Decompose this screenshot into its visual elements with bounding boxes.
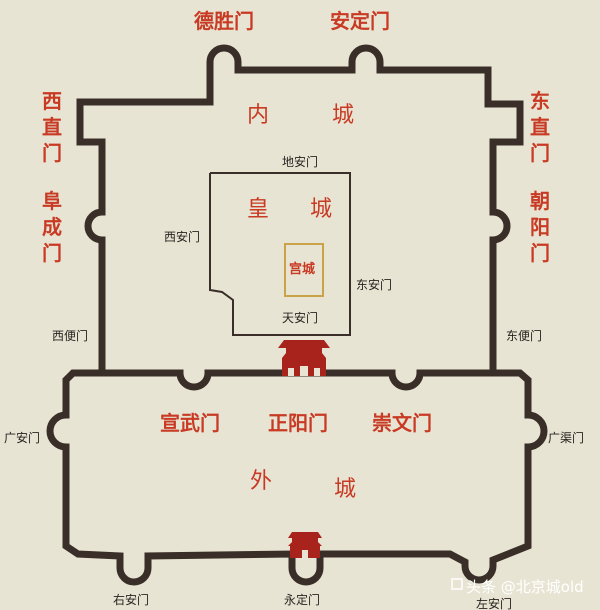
gate-fuchengmen: 阜 成 门 (42, 189, 62, 265)
watermark-logo-icon (451, 578, 463, 590)
gate-guanganmen: 广安门 (4, 430, 40, 445)
gate-yongdingmen: 永定门 (284, 592, 320, 607)
svg-text:阳: 阳 (530, 215, 550, 239)
imperial-city-wall (209, 172, 351, 336)
svg-text:直: 直 (42, 115, 62, 139)
gate-zhengyangmen: 正阳门 (268, 411, 328, 435)
svg-text:门: 门 (42, 141, 62, 165)
imperial-city-label-2: 城 (310, 197, 332, 222)
tiananmen-gate-tower-icon (278, 340, 330, 376)
gate-dongzhimen: 东 直 门 (530, 89, 550, 165)
svg-text:朝: 朝 (530, 189, 550, 213)
svg-text:西: 西 (42, 89, 62, 113)
gate-chaoyangmen: 朝 阳 门 (530, 189, 550, 265)
svg-text:成: 成 (42, 215, 62, 239)
watermark: 头条 @北京城old (451, 578, 584, 596)
outer-city-wall (46, 369, 548, 586)
imperial-city-label-1: 皇 (247, 197, 269, 222)
gate-xuanwumen: 宣武门 (160, 411, 220, 435)
gate-donganmen: 东安门 (356, 277, 392, 292)
inner-city-label-2: 城 (332, 103, 354, 128)
inner-city-label-1: 内 (247, 103, 269, 128)
svg-text:直: 直 (530, 115, 550, 139)
outer-city-label-2: 城 (334, 477, 356, 502)
gate-xizhimen: 西 直 门 (42, 89, 62, 165)
gate-guangqumen: 广渠门 (548, 430, 584, 445)
gate-dianmen: 地安门 (282, 154, 318, 169)
watermark-text: 头条 @北京城old (466, 578, 584, 596)
gate-dongbianmen: 东便门 (506, 328, 542, 343)
gate-deshengmen: 德胜门 (194, 9, 254, 33)
gate-andingmen: 安定门 (330, 9, 390, 33)
svg-text:门: 门 (530, 141, 550, 165)
gate-zuoanmen: 左安门 (476, 596, 512, 610)
gate-xibianmen: 西便门 (52, 328, 88, 343)
gate-chongwenmen: 崇文门 (372, 411, 432, 435)
gate-youanmen: 右安门 (113, 592, 149, 607)
svg-text:门: 门 (42, 241, 62, 265)
palace-city-label: 宫城 (289, 261, 315, 277)
svg-text:阜: 阜 (42, 189, 62, 213)
gate-xianmen: 西安门 (164, 229, 200, 244)
gate-tiananmen: 天安门 (282, 310, 318, 325)
outer-city-label-1: 外 (250, 469, 272, 494)
svg-text:东: 东 (530, 89, 550, 113)
svg-text:门: 门 (530, 241, 550, 265)
inner-city-wall (76, 44, 524, 391)
palace-city-outline (284, 243, 324, 297)
yongdingmen-gate-tower-icon (288, 532, 322, 558)
